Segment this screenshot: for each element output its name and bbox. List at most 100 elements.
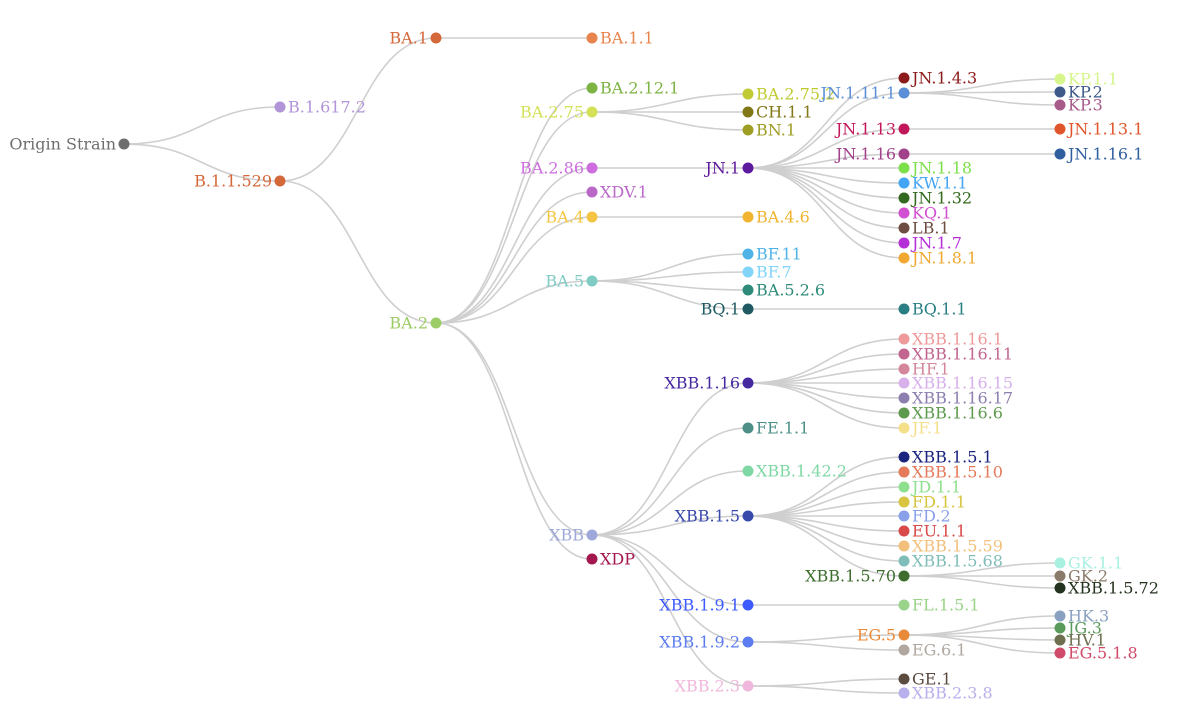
node-dot [898,207,910,219]
node-label: JN.1.7 [910,234,962,253]
node-ba4: BA.4 [545,208,598,227]
node-dot [898,237,910,249]
node-dot [1054,86,1066,98]
node-dot [898,510,910,522]
node-xbb1568: XBB.1.5.68 [898,552,1003,571]
tree-edge-jn1-jn1111 [747,92,905,169]
node-dot [898,87,910,99]
node-dot [1054,148,1066,160]
node-dot [118,138,130,150]
tree-edge-ba2-ba4 [435,216,593,324]
node-ba286: BA.2.86 [520,159,598,178]
node-label: GE.1 [912,670,952,689]
node-dot [898,192,910,204]
node-jn17: JN.1.7 [898,234,962,253]
node-dot [742,106,754,118]
node-ch11: CH.1.1 [742,103,813,122]
node-dot [1054,557,1066,569]
node-label: JN.1 [703,159,740,178]
tree-edge-ba2-ba2121 [435,87,593,324]
tree-edge-xbb1570-xbb1572 [903,575,1061,589]
node-jn1161: JN.1.16.1 [1054,145,1143,164]
node-label: BA.1.1 [600,29,654,48]
node-dot [586,275,598,287]
tree-edge-ba275-bn1 [591,111,749,131]
node-dot [430,317,442,329]
node-bq1: BQ.1 [701,300,754,319]
node-label: XBB.1.42.2 [756,462,847,481]
node-jn181: JN.1.8.1 [898,249,977,268]
node-ba2121: BA.2.12.1 [586,79,679,98]
node-dot [898,481,910,493]
node-xbb: XBB [549,526,598,545]
node-dot [898,599,910,611]
node-dot [898,555,910,567]
node-dot [742,88,754,100]
node-xdv1: XDV.1 [586,183,648,202]
node-label: JN.1.16 [834,145,896,164]
node-dot [1054,123,1066,135]
node-dot [742,284,754,296]
tree-edge-ba5-bq1 [591,280,749,310]
node-dot [742,680,754,692]
node-bf7: BF.7 [742,263,792,282]
node-label: EU.1.1 [912,522,966,541]
node-dot [586,553,598,565]
node-label: HV.1 [1068,631,1106,650]
node-dot [898,466,910,478]
node-xbb1570: XBB.1.5.70 [805,567,910,586]
node-label: JN.1.11.1 [819,84,896,103]
node-label: BA.4 [545,208,584,227]
node-kp3: KP.3 [1054,96,1103,115]
node-jn132: JN.1.32 [898,189,972,208]
node-xbb23: XBB.2.3 [675,677,754,696]
node-label: JN.1.13.1 [1066,120,1143,139]
tree-edge-ba2-ba275 [435,111,593,324]
node-label: BN.1 [756,121,796,140]
node-dot [898,392,910,404]
node-dot [898,252,910,264]
node-dot [1054,634,1066,646]
node-dot [898,629,910,641]
tree-edge-xbb15-jd11 [747,486,905,517]
tree-edge-jn1-jn181 [747,167,905,259]
node-lb1: LB.1 [898,219,950,238]
node-label: JN.1.8.1 [910,249,977,268]
node-xbb1422: XBB.1.42.2 [742,462,847,481]
node-dot [742,422,754,434]
tree-edge-xbb15-xbb1570 [747,515,905,577]
node-label: XBB.1.5.70 [805,567,896,586]
node-eg61: EG.6.1 [898,641,966,660]
node-jn1: JN.1 [703,159,754,178]
node-label: JD.1.1 [910,478,961,497]
node-dot [742,266,754,278]
tree-edge-origin-b11529 [123,143,281,182]
node-label: KP.3 [1068,96,1103,115]
node-label: BQ.1 [701,300,740,319]
node-ba11: BA.1.1 [586,29,654,48]
node-label: BA.4.6 [756,208,810,227]
node-hf1: HF.1 [898,360,950,379]
node-bq11: BQ.1.1 [898,300,967,319]
node-label: BA.2.86 [520,159,584,178]
node-dot [274,175,286,187]
node-dot [898,451,910,463]
node-label: XBB.1.5.72 [1068,579,1159,598]
node-label: XDV.1 [600,183,648,202]
node-label: BA.2.12.1 [600,79,679,98]
tree-edge-b11529-ba1 [279,37,437,182]
node-label: BF.7 [756,263,792,282]
node-label: CH.1.1 [756,103,813,122]
node-dot [586,82,598,94]
node-dot [898,407,910,419]
node-kp11: KP.1.1 [1054,70,1118,89]
node-label: JN.1.13 [834,120,896,139]
node-dot [586,162,598,174]
node-ba5: BA.5 [545,272,598,291]
node-xbb191: XBB.1.9.1 [659,596,754,615]
node-label: XBB.1.5.59 [912,537,1003,556]
node-dot [898,177,910,189]
tree-edge-jn1-jn113 [747,128,905,169]
node-ba46: BA.4.6 [742,208,810,227]
node-dot [742,377,754,389]
